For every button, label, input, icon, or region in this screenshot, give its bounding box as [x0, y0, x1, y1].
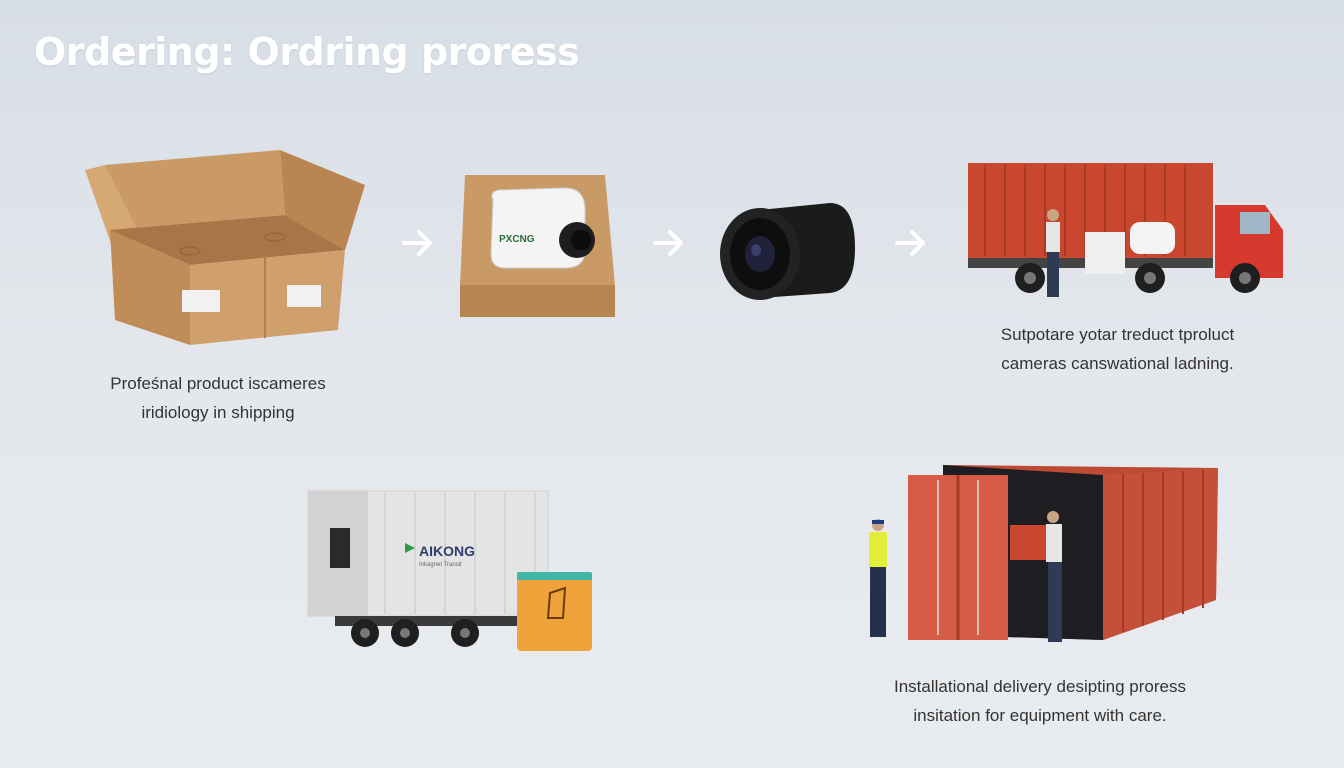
step1-caption-line2: iridiology in shipping: [141, 403, 295, 422]
step6-caption-line1: Installational delivery desipting prores…: [894, 677, 1186, 696]
white-trailer-image: AIKONG Inkagnet Transit: [307, 490, 592, 651]
arrow-right-icon: [653, 230, 683, 256]
step6-caption: Installational delivery desipting prores…: [880, 672, 1200, 730]
page-title: Ordering: Ordring proress: [34, 30, 580, 74]
step1-caption-line1: Profeśnal product iscameres: [110, 374, 326, 393]
step6-caption-line2: insitation for equipment with care.: [913, 706, 1167, 725]
red-container-truck-image: [968, 163, 1283, 297]
step4-caption-line1: Sutpotare yotar treduct tproluct: [1000, 325, 1235, 344]
step1-caption: Profeśnal product iscameres iridiology …: [88, 369, 348, 427]
open-cardboard-box-image: [85, 150, 365, 345]
boxed-camera-image: PXCNG: [460, 175, 615, 317]
step4-caption-line2: cameras canswational ladning.: [1001, 354, 1234, 373]
trailer-subtext-label: Inkagnet Transit: [419, 562, 462, 568]
step4-caption: Sutpotare yotar treduct tproluct cameras…: [975, 320, 1260, 378]
open-container-workers-image: [869, 465, 1218, 642]
trailer-brand-label: AIKONG: [419, 543, 475, 559]
arrow-right-icon: [895, 230, 925, 256]
bullet-camera-image: [720, 203, 855, 300]
box-brand-label: PXCNG: [499, 234, 535, 245]
arrow-right-icon: [402, 230, 432, 256]
